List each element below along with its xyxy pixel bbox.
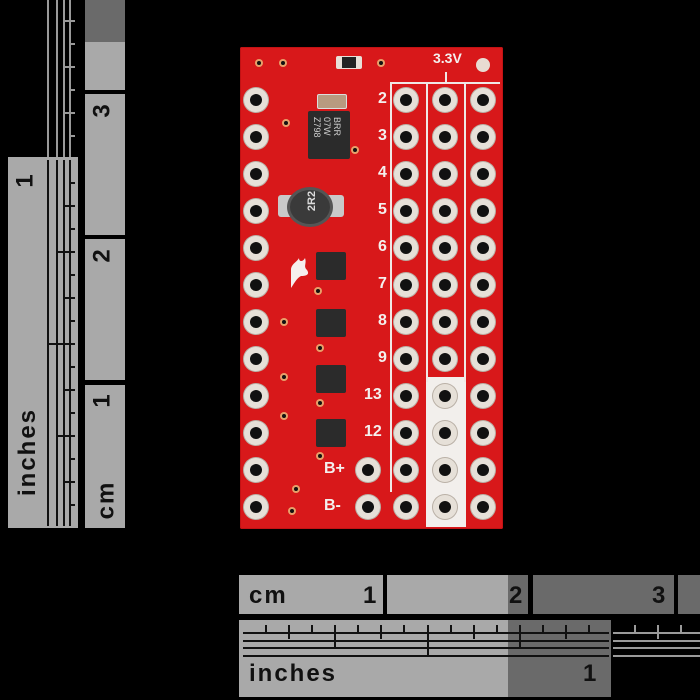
pin-label-3: 3 xyxy=(378,127,387,144)
ic-marking-line-2: 07W xyxy=(322,117,332,136)
ic-chip-4 xyxy=(316,419,346,447)
inductor-marking: 2R2 xyxy=(306,190,319,212)
bottom-inches-tick-1: 1 xyxy=(583,660,599,687)
inductor: 2R2 xyxy=(278,187,344,227)
left-cm-tick-3: 3 xyxy=(88,102,116,118)
pcb-board: 3.3V BRR 07W Z798 2R2 xyxy=(240,47,503,529)
power-label-3v3: 3.3V xyxy=(433,50,462,66)
pin-label-5: 5 xyxy=(378,201,387,218)
ic-chip-1 xyxy=(316,252,346,280)
sparkfun-logo-icon xyxy=(287,254,311,290)
pin-label-8: 8 xyxy=(378,312,387,329)
left-inches-unit-label: inches xyxy=(14,407,41,496)
smd-resistor xyxy=(336,56,362,69)
pin-label-12: 12 xyxy=(364,423,382,440)
left-inches-tick-1: 1 xyxy=(11,172,39,188)
header-outline xyxy=(390,82,393,492)
ic-marking-line-3: Z798 xyxy=(312,117,322,138)
ic-chip-qfn: BRR 07W Z798 xyxy=(308,111,350,159)
bottom-inches-unit-label: inches xyxy=(249,660,338,687)
left-cm-tick-2: 2 xyxy=(88,247,116,263)
left-cm-unit-label: cm xyxy=(92,480,120,520)
bottom-cm-tick-1: 1 xyxy=(363,582,379,609)
left-inches-ruler: 1 inches xyxy=(0,0,80,530)
pin-label-9: 9 xyxy=(378,349,387,366)
left-cm-tick-1: 1 xyxy=(88,392,116,408)
pin-label-2: 2 xyxy=(378,90,387,107)
left-cm-ruler: 3 2 1 cm xyxy=(85,0,126,530)
bottom-cm-ruler: cm 1 2 3 xyxy=(239,575,700,615)
pin-label-4: 4 xyxy=(378,164,387,181)
smd-capacitor xyxy=(317,94,347,109)
mounting-hole xyxy=(476,58,490,72)
bottom-cm-tick-2: 2 xyxy=(509,582,525,609)
bottom-cm-unit-label: cm xyxy=(249,582,288,609)
pin-label-6: 6 xyxy=(378,238,387,255)
ic-chip-2 xyxy=(316,309,346,337)
pin-label-7: 7 xyxy=(378,275,387,292)
bottom-cm-tick-3: 3 xyxy=(652,582,668,609)
bottom-inches-ruler: inches 1 xyxy=(239,620,700,698)
pin-label-bminus: B- xyxy=(324,497,341,514)
pin-label-13: 13 xyxy=(364,386,382,403)
ic-chip-3 xyxy=(316,365,346,393)
pin-label-bplus: B+ xyxy=(324,460,345,477)
ic-marking-line-1: BRR xyxy=(332,117,342,137)
